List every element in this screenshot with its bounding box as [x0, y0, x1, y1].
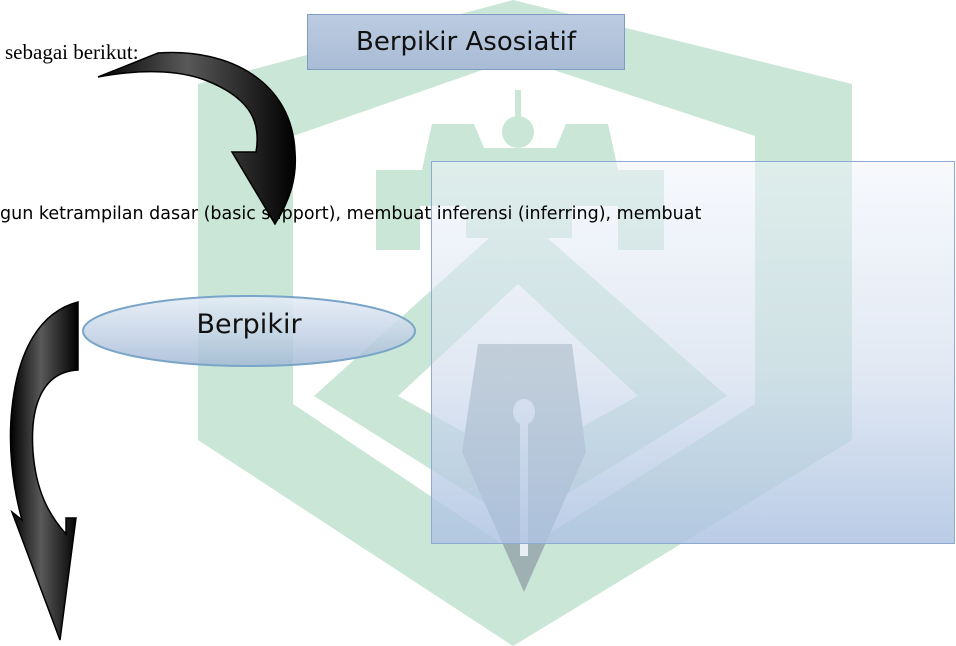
- intro-text: sebagai berikut:: [5, 40, 139, 64]
- ellipse-shape: [82, 295, 416, 367]
- title-box: Berpikir Asosiatif: [307, 14, 625, 70]
- body-line: gun ketrampilan dasar (basic support), m…: [0, 204, 702, 224]
- curved-arrow-down-icon: [97, 51, 297, 226]
- ellipse-label: Berpikir: [196, 308, 302, 340]
- curved-arrow-down-long-icon: [9, 301, 79, 641]
- blue-panel: [431, 161, 955, 544]
